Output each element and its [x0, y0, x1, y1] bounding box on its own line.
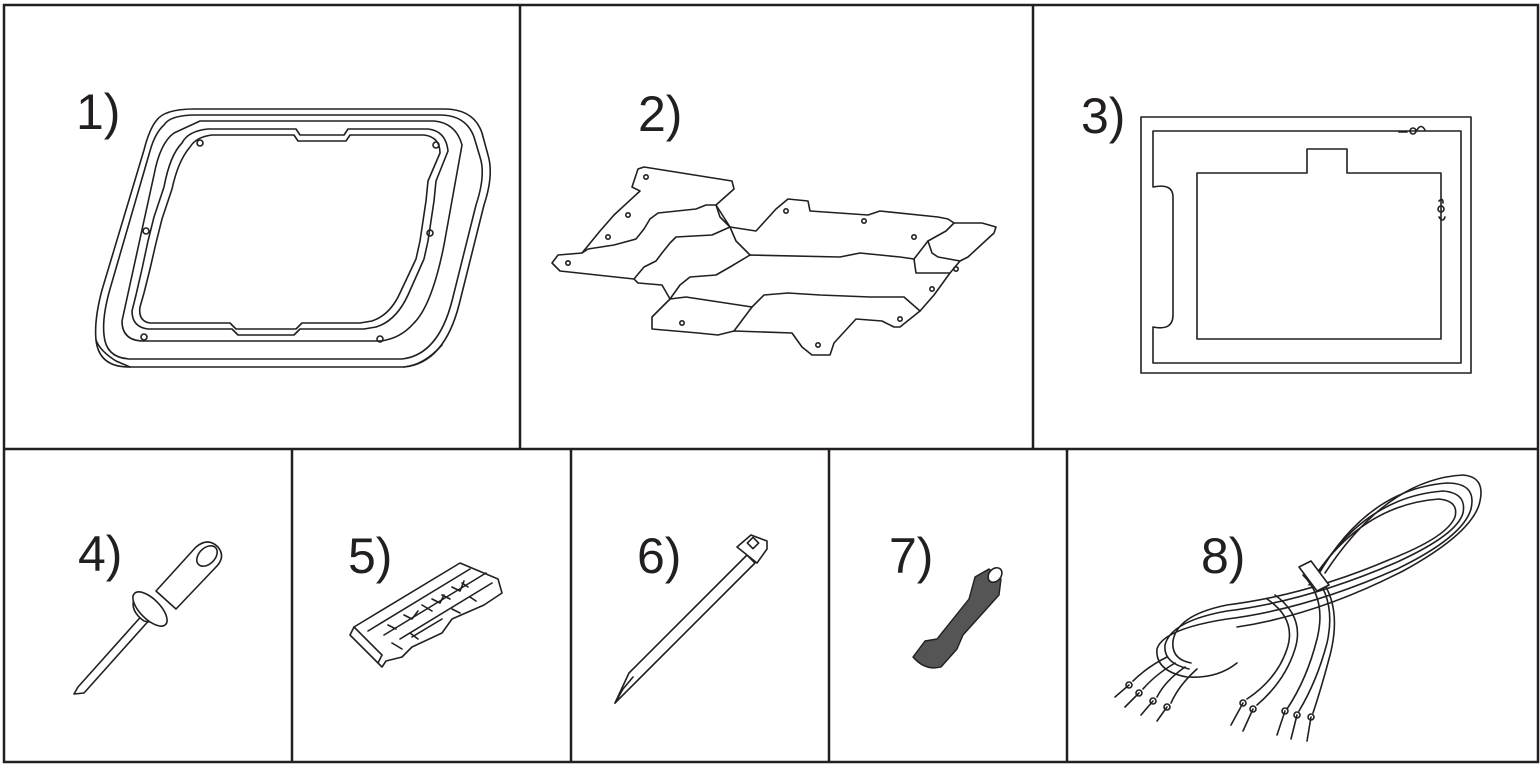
part-1-cell: 1)	[4, 5, 520, 449]
part-2-cell: 2)	[520, 5, 1033, 449]
part-6-cell: 6)	[571, 449, 829, 762]
cable-tie-icon	[614, 534, 768, 704]
part-3-cell: 3)	[1033, 5, 1538, 449]
part-7-cell: 7)	[829, 449, 1067, 762]
blind-rivet-icon	[73, 541, 223, 695]
drilling-template-icon	[1140, 116, 1472, 374]
part-1-label: 1)	[76, 84, 121, 140]
part-4-label: 4)	[78, 526, 123, 582]
part-2-label: 2)	[638, 86, 683, 142]
part-3-label: 3)	[1081, 88, 1126, 144]
heat-shrink-connector-icon	[912, 566, 1003, 669]
mounting-bracket-icon	[551, 166, 997, 356]
part-6-label: 6)	[637, 528, 682, 584]
cable-bundle-icon	[1114, 474, 1482, 742]
part-8-cell: 8)	[1067, 449, 1538, 762]
part-7-label: 7)	[889, 528, 934, 584]
mounting-frame-icon	[94, 108, 492, 368]
part-5-cell: 5)	[292, 449, 571, 762]
part-5-label: 5)	[348, 528, 393, 584]
wire-connector-icon	[349, 562, 503, 668]
part-4-cell: 4)	[4, 449, 292, 762]
part-8-label: 8)	[1201, 528, 1246, 584]
